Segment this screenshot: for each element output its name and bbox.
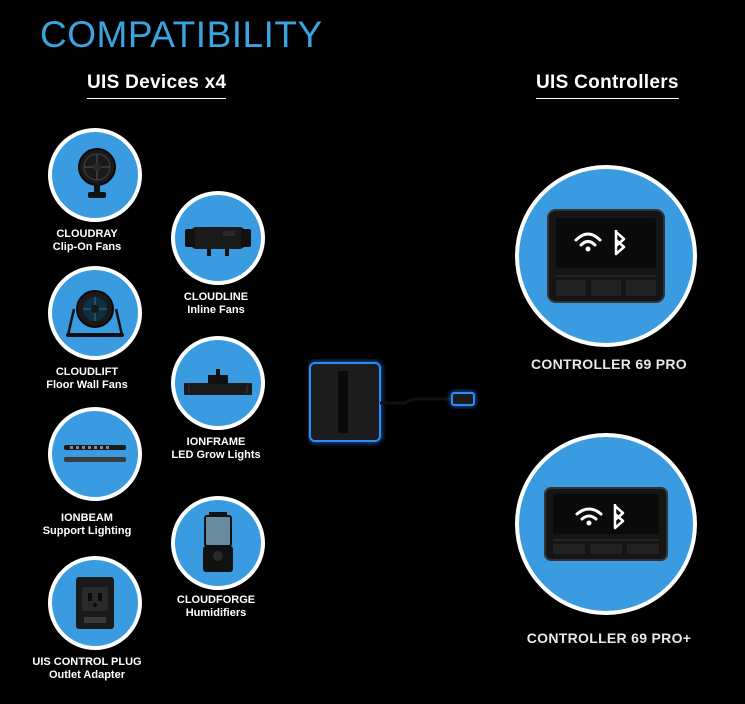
cloudray-type: Clip-On Fans bbox=[52, 241, 122, 253]
control-plug-name: UIS CONTROL PLUG bbox=[32, 656, 142, 668]
cloudlift-name: CLOUDLIFT bbox=[55, 366, 119, 378]
cloudlift-circle bbox=[48, 266, 142, 360]
controllers-heading: UIS Controllers bbox=[536, 72, 679, 99]
ionbeam-name: IONBEAM bbox=[61, 512, 113, 524]
cloudray-caption: CLOUDRAY Clip-On Fans bbox=[53, 228, 121, 254]
ionbeam-circle bbox=[48, 407, 142, 501]
cloudline-caption: CLOUDLINE Inline Fans bbox=[184, 291, 248, 317]
ionframe-caption: IONFRAME LED Grow Lights bbox=[171, 436, 260, 462]
page-title: COMPATIBILITY bbox=[40, 14, 323, 55]
cloudray-name: CLOUDRAY bbox=[56, 228, 118, 240]
ionbeam-type: Support Lighting bbox=[42, 525, 132, 537]
cloudline-circle bbox=[171, 191, 265, 285]
led-light-icon bbox=[184, 369, 252, 395]
usb-c-adapter-icon bbox=[309, 362, 475, 442]
controller-icon bbox=[547, 209, 665, 303]
control-plug-circle bbox=[48, 556, 142, 650]
cloudlift-type: Floor Wall Fans bbox=[46, 379, 128, 391]
controller-69-pro-circle bbox=[515, 165, 697, 347]
controller-69-pro-label: CONTROLLER 69 PRO bbox=[530, 356, 688, 372]
cloudline-type: Inline Fans bbox=[187, 304, 245, 316]
controller-icon bbox=[544, 487, 668, 561]
cloudforge-name: CLOUDFORGE bbox=[176, 594, 256, 606]
floor-fan-icon bbox=[66, 290, 124, 337]
clip-fan-icon bbox=[78, 148, 116, 198]
control-plug-type: Outlet Adapter bbox=[48, 669, 125, 681]
inline-fan-icon bbox=[185, 227, 251, 256]
cloudline-name: CLOUDLINE bbox=[183, 291, 249, 303]
controller-69-pro-plus-circle bbox=[515, 433, 697, 615]
cloudray-circle bbox=[48, 128, 142, 222]
ionbeam-caption: IONBEAM Support Lighting bbox=[43, 512, 132, 538]
ionframe-type: LED Grow Lights bbox=[171, 449, 261, 461]
outlet-adapter-icon bbox=[76, 577, 114, 629]
usb-c-adapter bbox=[308, 359, 478, 449]
cloudforge-caption: CLOUDFORGE Humidifiers bbox=[177, 594, 255, 620]
ionframe-name: IONFRAME bbox=[186, 436, 246, 448]
cloudforge-circle bbox=[171, 496, 265, 590]
light-bar-icon bbox=[64, 445, 126, 462]
cloudlift-caption: CLOUDLIFT Floor Wall Fans bbox=[46, 366, 128, 392]
ionframe-circle bbox=[171, 336, 265, 430]
humidifier-icon bbox=[203, 512, 233, 572]
controller-69-pro-plus-label: CONTROLLER 69 PRO+ bbox=[526, 630, 692, 646]
control-plug-caption: UIS CONTROL PLUG Outlet Adapter bbox=[32, 656, 141, 682]
devices-heading: UIS Devices x4 bbox=[87, 72, 227, 99]
cloudforge-type: Humidifiers bbox=[185, 607, 247, 619]
